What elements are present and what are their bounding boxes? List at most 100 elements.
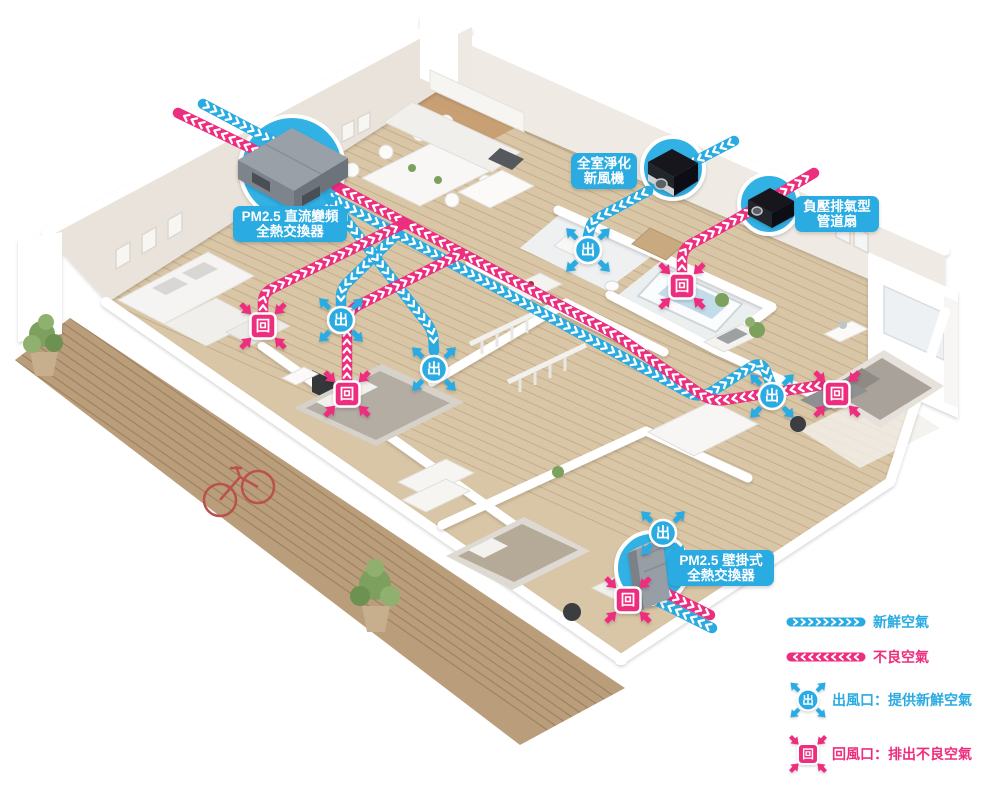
duct-fresh-6 (646, 592, 718, 634)
badge-glyph: 出 (427, 360, 442, 378)
duct-port (751, 206, 763, 216)
device-label-ceiling-erv: PM2.5 直流變頻 全熱交換器 (233, 206, 347, 242)
device-label-fresh-air-unit: 全室淨化 新風機 (571, 153, 637, 189)
legend-return-label: 回風口：排出不良空氣 (832, 746, 972, 762)
device-label-line: PM2.5 直流變頻 (242, 208, 339, 224)
kitchen-upper-cabinets (429, 69, 525, 133)
wood-cabinet (631, 227, 685, 261)
table-plant (434, 176, 442, 184)
bed2-mattress (458, 524, 578, 582)
table-plant (408, 164, 416, 172)
duct-fresh-2 (335, 227, 404, 312)
badge-glyph: 回 (256, 318, 271, 335)
outlet-badge-3: 出 (745, 369, 799, 423)
device-label-line: 全室淨化 (576, 155, 631, 171)
return-badge-9: 回 (601, 573, 655, 627)
house-3d-floorplan (15, 16, 958, 745)
device-label-line: 管道扇 (817, 213, 858, 229)
picture-frame (115, 240, 131, 271)
bath-plant (715, 293, 729, 307)
picture-frame (167, 210, 183, 241)
duct-port (654, 178, 668, 190)
picture-frame (357, 110, 371, 136)
toilet (604, 280, 620, 292)
legend-stale-label: 不良空氣 (873, 649, 929, 665)
badge-glyph: 出 (581, 241, 596, 259)
device-label-line: 新風機 (584, 170, 625, 186)
device-fresh-air-unit (648, 149, 698, 196)
nightstand (280, 366, 320, 386)
potted-plant (23, 314, 63, 376)
office-chair (790, 416, 806, 432)
duct-stale-11 (676, 167, 820, 278)
device-exhaust-duct-fan (748, 188, 794, 228)
vent (302, 186, 320, 206)
badge-glyph: 出 (656, 524, 671, 542)
outlet-badge-1: 出 (407, 342, 461, 396)
picture-frame (141, 225, 157, 256)
dresser (396, 458, 476, 497)
dresser2 (400, 478, 472, 513)
legend-fresh-label: 新鮮空氣 (873, 614, 929, 630)
legend-outlet-label: 出風口：提供新鮮空氣 (832, 692, 972, 708)
sofa (116, 251, 256, 325)
picture-frame (341, 118, 355, 144)
duct-fresh-3 (326, 196, 440, 357)
bicycle (202, 465, 276, 518)
badge-glyph: 出 (802, 693, 814, 707)
device-label-line: PM2.5 壁掛式 (679, 552, 763, 568)
kitchen-counter (383, 101, 521, 173)
return-badge-6: 回 (320, 367, 374, 421)
sofa-cushion (152, 277, 188, 295)
small-plant (552, 466, 564, 478)
left-wall-end (18, 232, 62, 342)
duct-stale-9 (257, 217, 411, 318)
hanging-clothes (480, 319, 567, 392)
front-right-wall (615, 307, 950, 665)
badge-glyph: 出 (765, 387, 780, 405)
legend-return-badge: 回 (786, 732, 830, 776)
legend-fresh-arrow-swatch (786, 617, 866, 627)
device-label-line: 負壓排氣型 (803, 198, 871, 214)
pillow (468, 538, 508, 558)
legend-outlet-badge: 出 (786, 678, 830, 722)
return-badge-5: 回 (236, 299, 290, 353)
bench-cushion (716, 328, 748, 344)
bed3-mattress (830, 358, 932, 420)
outlet-badge-2: 出 (561, 223, 615, 277)
furniture (23, 69, 944, 632)
legend-swatches: 出回 (786, 617, 866, 776)
outlet-badge-0: 出 (314, 293, 368, 347)
badge-glyph: 回 (802, 747, 814, 761)
sofa-cushion (182, 262, 218, 280)
curtain (944, 296, 958, 408)
devices (238, 128, 794, 614)
duct-stale-8 (330, 180, 828, 406)
return-badge-8: 回 (810, 367, 864, 421)
lamp (839, 321, 847, 329)
badge-glyph: 回 (675, 278, 690, 295)
outlet-badge-4: 出 (636, 506, 690, 560)
legend: 出回 新鮮空氣 不良空氣 出風口：提供新鮮空氣 回風口：排出不良空氣 (786, 614, 972, 776)
outdoor-deck (15, 318, 625, 745)
return-badge-7: 回 (655, 259, 709, 313)
duct-fresh-5 (582, 185, 654, 242)
badge-glyph: 回 (340, 386, 355, 403)
device-label-exhaust-duct-fan: 負壓排氣型 管道扇 (795, 196, 879, 232)
legend-stale-arrow-swatch (786, 652, 866, 662)
oven (488, 148, 524, 170)
device-label-line: 全熱交換器 (255, 223, 324, 239)
device-label-wall-erv: PM2.5 壁掛式 全熱交換器 (668, 550, 774, 586)
badge-glyph: 出 (334, 311, 349, 329)
device-labels: PM2.5 直流變頻 全熱交換器 全室淨化 新風機 負壓排氣型 管道扇 PM2.… (233, 153, 879, 586)
wardrobe-cabinet (646, 400, 760, 457)
office-chair (563, 603, 581, 621)
deck-edge-wall (101, 297, 627, 665)
device-ceiling-erv (238, 128, 348, 210)
device-label-line: 全熱交換器 (686, 567, 755, 583)
potted-tree (350, 559, 400, 632)
badge-glyph: 回 (621, 592, 636, 609)
